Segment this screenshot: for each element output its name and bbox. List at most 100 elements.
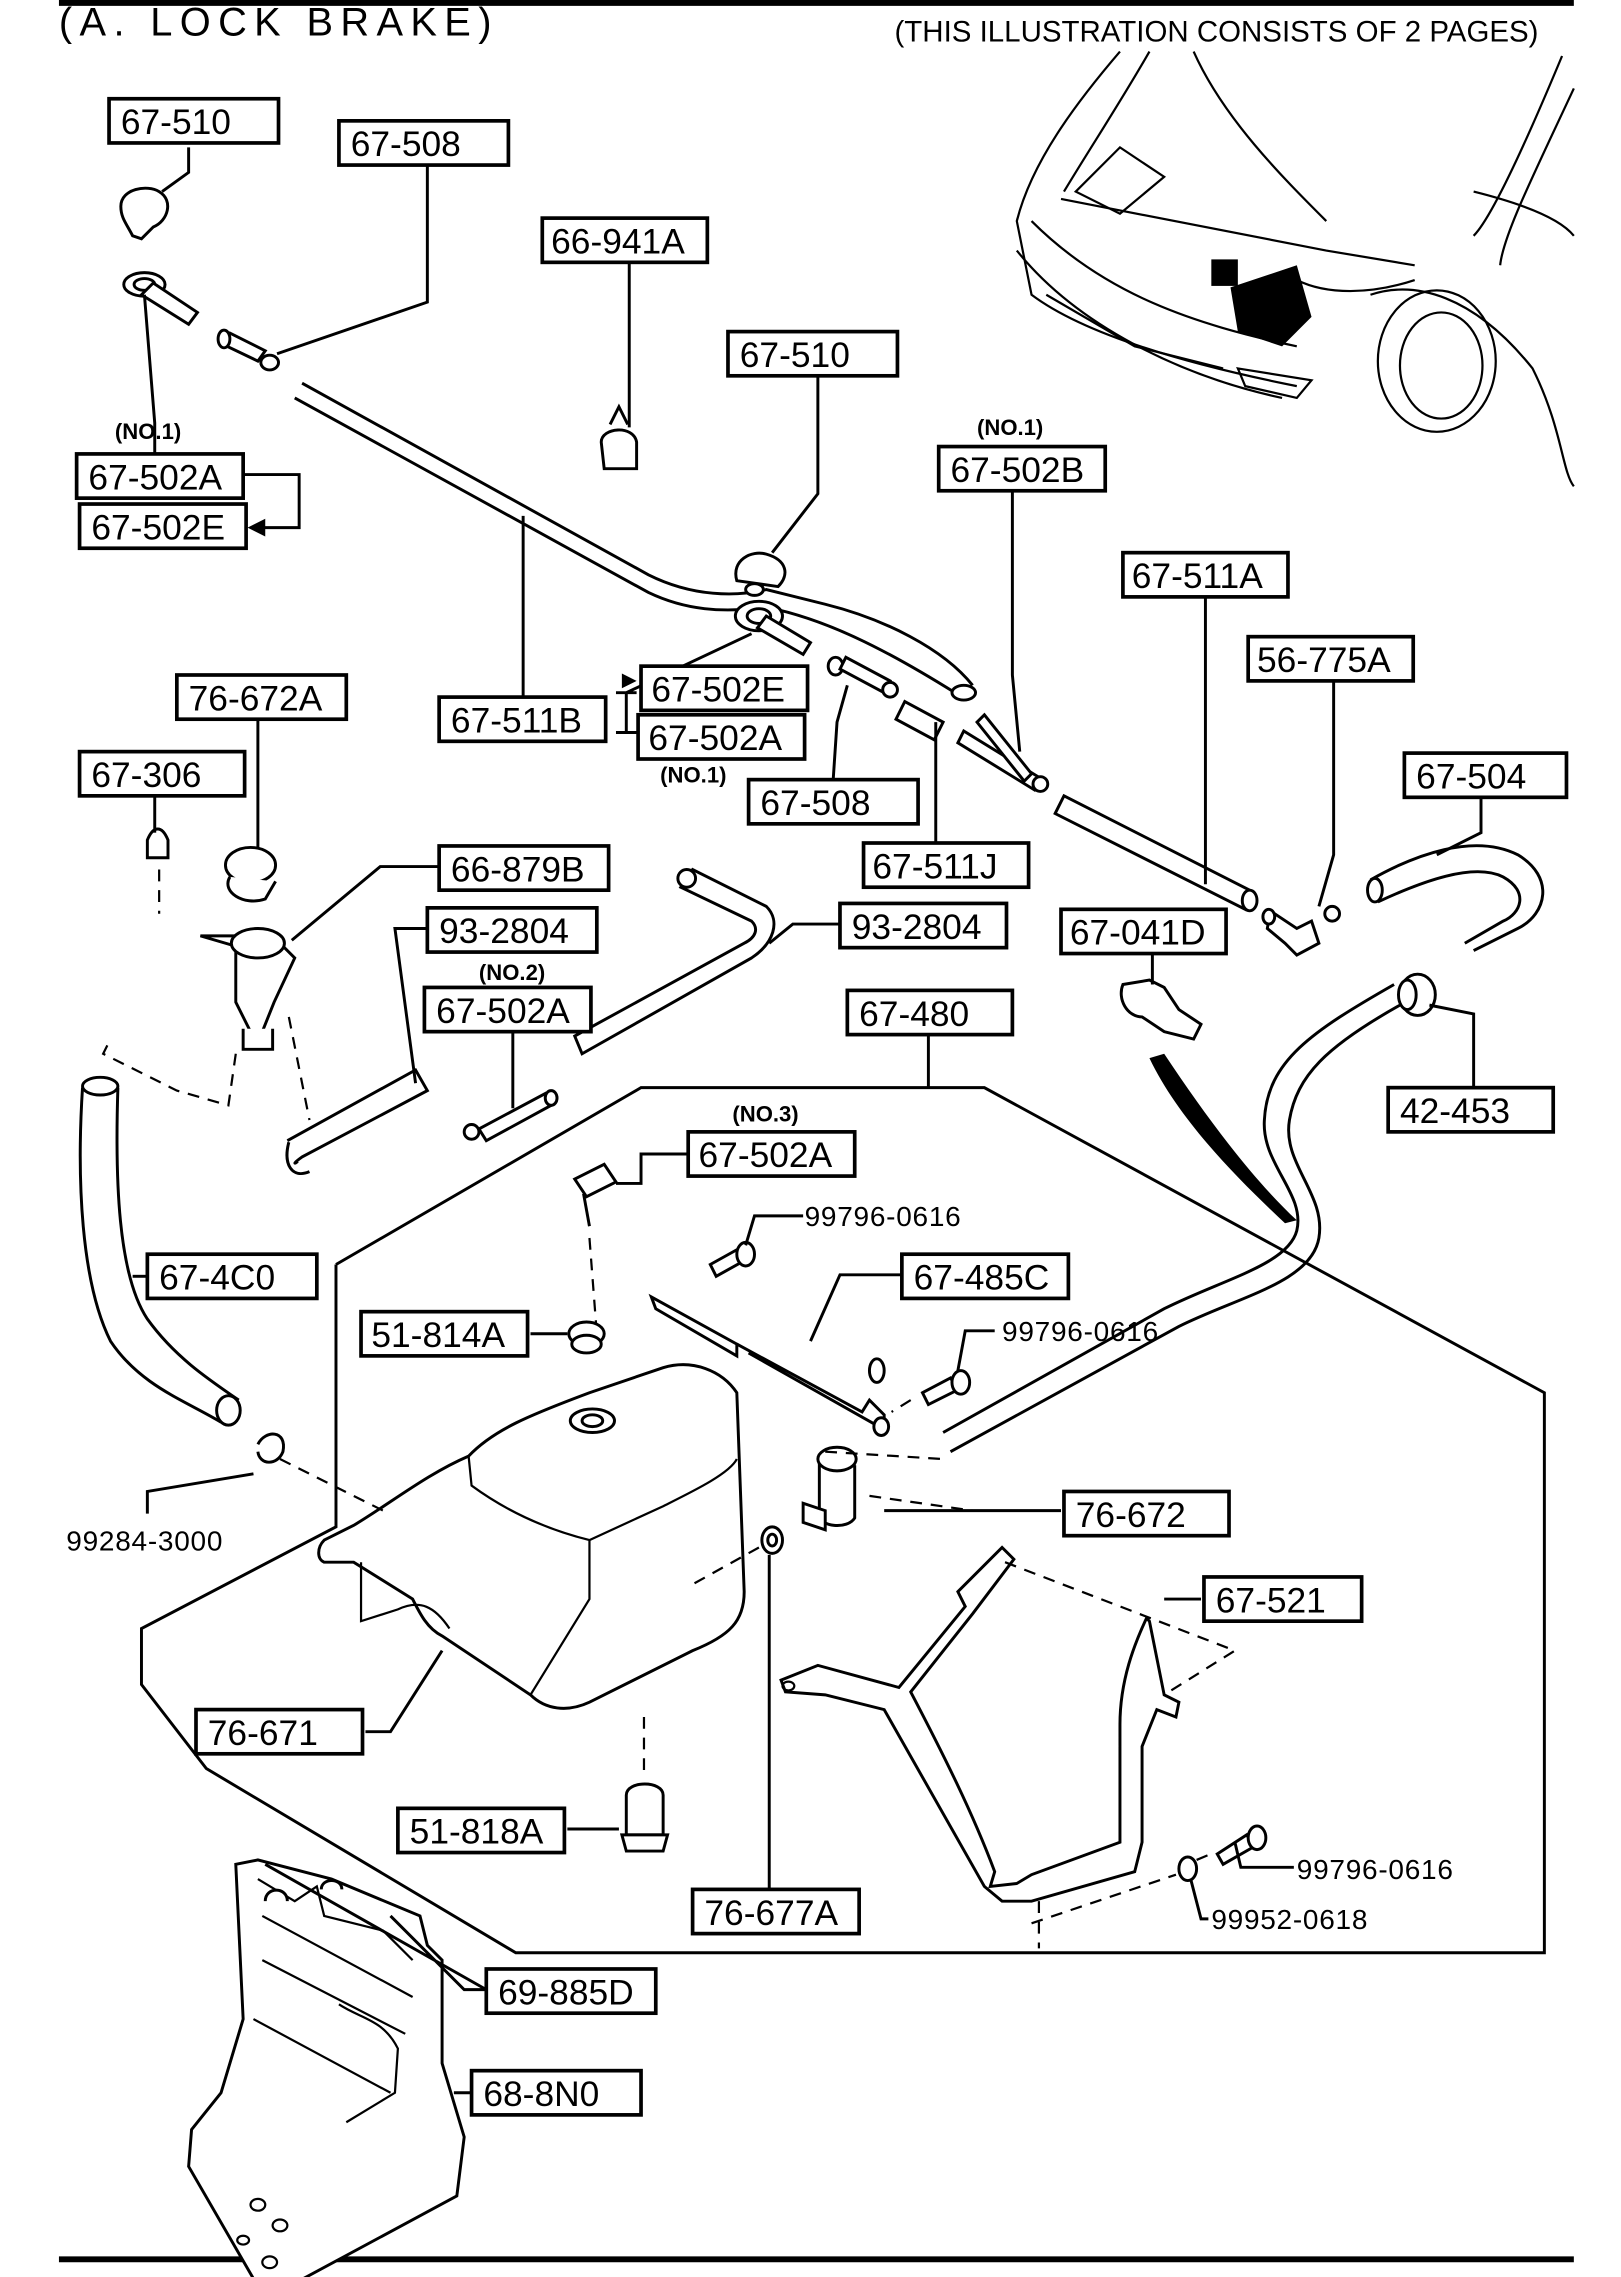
svg-text:56-775A: 56-775A — [1257, 641, 1391, 680]
callout-76-671[interactable]: 76-671 — [194, 1707, 365, 1756]
strainer-51-818a — [619, 1716, 670, 1853]
hose-to-pump — [949, 1003, 1401, 1453]
callout-51-818a[interactable]: 51-818A — [396, 1806, 567, 1855]
pump-grommet — [692, 1525, 784, 1586]
washer-pump — [801, 1445, 973, 1532]
arrow-icon — [621, 673, 637, 689]
callout-69-885d[interactable]: 69-885D — [484, 1967, 658, 2016]
svg-text:67-502E: 67-502E — [651, 671, 785, 710]
svg-text:76-671: 76-671 — [208, 1714, 318, 1753]
callout-67-508-top[interactable]: 67-508 — [337, 119, 511, 167]
callout-67-485c[interactable]: 67-485C — [900, 1252, 1071, 1301]
svg-text:66-879B: 66-879B — [451, 850, 585, 889]
svg-text:67-485C: 67-485C — [914, 1259, 1050, 1298]
svg-text:67-502A: 67-502A — [436, 992, 570, 1031]
washer-tank — [317, 1363, 746, 1710]
callout-67-502b[interactable]: 67-502B — [936, 444, 1108, 493]
tank-bracket-67-521 — [779, 1545, 1238, 1949]
callout-99796-0616-upper[interactable]: 99796-0616 — [805, 1201, 962, 1232]
callout-76-672[interactable]: 76-672 — [1062, 1489, 1231, 1538]
callout-67-502a-center[interactable]: 67-502A — [636, 712, 807, 761]
washer-nozzle-left — [119, 186, 200, 327]
assembly-frame — [139, 1086, 1546, 1955]
direction-arrow — [1149, 1053, 1297, 1224]
svg-text:67-502A: 67-502A — [648, 719, 782, 758]
svg-text:93-2804: 93-2804 — [852, 908, 982, 947]
svg-text:67-510: 67-510 — [740, 336, 850, 375]
callout-67-502a-no2[interactable]: 67-502A — [422, 985, 593, 1034]
grommet-51-814a — [567, 1320, 606, 1355]
callout-93-2804-left[interactable]: 93-2804 — [425, 906, 599, 954]
note-no1-c: (NO.1) — [660, 763, 726, 788]
callout-67-306[interactable]: 67-306 — [77, 749, 247, 798]
callout-68-8n0[interactable]: 68-8N0 — [469, 2068, 643, 2117]
filler-neck — [200, 927, 311, 1121]
svg-text:76-672A: 76-672A — [189, 679, 323, 718]
callout-67-480[interactable]: 67-480 — [845, 988, 1015, 1037]
svg-text:67-511B: 67-511B — [451, 701, 582, 740]
grommet — [1397, 972, 1437, 1017]
callout-67-511a[interactable]: 67-511A — [1121, 550, 1290, 599]
svg-text:67-502E: 67-502E — [91, 508, 225, 547]
callout-56-775a[interactable]: 56-775A — [1246, 634, 1416, 683]
callout-67-502e-center[interactable]: 67-502E — [639, 664, 810, 713]
arrow-icon — [247, 518, 266, 537]
joint-no2 — [462, 1089, 559, 1143]
hose-clamp-67-041d — [1119, 978, 1203, 1041]
callout-76-672a[interactable]: 76-672A — [174, 673, 349, 722]
callout-67-510-top[interactable]: 67-510 — [107, 96, 281, 145]
svg-text:76-677A: 76-677A — [704, 1894, 838, 1933]
callout-67-502a-left[interactable]: 67-502A — [74, 452, 245, 500]
callout-99796-0616-lower[interactable]: 99796-0616 — [1297, 1854, 1454, 1885]
callout-67-4c0[interactable]: 67-4C0 — [145, 1252, 319, 1301]
svg-text:68-8N0: 68-8N0 — [483, 2075, 599, 2114]
hose-67-511a — [1053, 793, 1255, 912]
callout-67-511b[interactable]: 67-511B — [437, 695, 608, 744]
note-no2: (NO.2) — [479, 960, 545, 985]
svg-text:67-502A: 67-502A — [88, 458, 222, 497]
svg-text:67-4C0: 67-4C0 — [159, 1259, 275, 1298]
callout-76-677a[interactable]: 76-677A — [690, 1887, 861, 1936]
svg-text:67-502B: 67-502B — [950, 451, 1084, 490]
filler-hose — [78, 1075, 242, 1427]
svg-text:67-511J: 67-511J — [872, 847, 997, 886]
callout-67-510-center[interactable]: 67-510 — [726, 329, 900, 378]
bolt-right — [890, 1369, 972, 1413]
callout-67-502a-no3[interactable]: 67-502A — [686, 1130, 857, 1178]
callout-99796-0616-right[interactable]: 99796-0616 — [1002, 1316, 1159, 1347]
diagram-title: (A. LOCK BRAKE) — [59, 0, 499, 44]
hose-joint-center — [826, 655, 899, 699]
splash-shield — [187, 1858, 466, 2277]
vehicle-location-illustration — [1015, 50, 1575, 488]
callout-66-941a[interactable]: 66-941A — [540, 216, 710, 265]
note-no1-b: (NO.1) — [977, 415, 1043, 440]
svg-text:69-885D: 69-885D — [498, 1973, 634, 2012]
callout-51-814a[interactable]: 51-814A — [359, 1309, 530, 1358]
svg-text:67-502A: 67-502A — [699, 1136, 833, 1175]
washer-hose-long — [301, 381, 974, 687]
svg-text:67-508: 67-508 — [351, 125, 461, 164]
svg-text:51-818A: 51-818A — [410, 1813, 544, 1852]
y-joint — [955, 712, 1050, 793]
clip-67-306 — [145, 827, 170, 914]
callout-93-2804-right[interactable]: 93-2804 — [838, 901, 1009, 950]
hood-clip — [599, 403, 639, 471]
callout-67-041d[interactable]: 67-041D — [1059, 907, 1228, 956]
svg-text:76-672: 76-672 — [1076, 1496, 1186, 1535]
callout-99952-0618[interactable]: 99952-0618 — [1211, 1904, 1368, 1935]
hose-joint-top — [216, 328, 280, 372]
svg-text:67-510: 67-510 — [121, 103, 231, 142]
bracket-67-485c — [648, 1293, 891, 1437]
callout-67-511j[interactable]: 67-511J — [861, 841, 1031, 890]
filler-cap — [223, 845, 278, 903]
callout-67-502e-left[interactable]: 67-502E — [77, 502, 248, 551]
callout-42-453[interactable]: 42-453 — [1386, 1085, 1556, 1134]
callout-67-521[interactable]: 67-521 — [1202, 1575, 1364, 1624]
callout-99284-3000[interactable]: 99284-3000 — [66, 1525, 223, 1556]
hose-93-2804-right — [572, 867, 776, 1056]
washer-nozzle-center — [733, 551, 813, 657]
callout-67-508-center[interactable]: 67-508 — [746, 777, 920, 826]
callout-66-879b[interactable]: 66-879B — [437, 844, 611, 893]
callout-67-504[interactable]: 67-504 — [1402, 751, 1569, 800]
